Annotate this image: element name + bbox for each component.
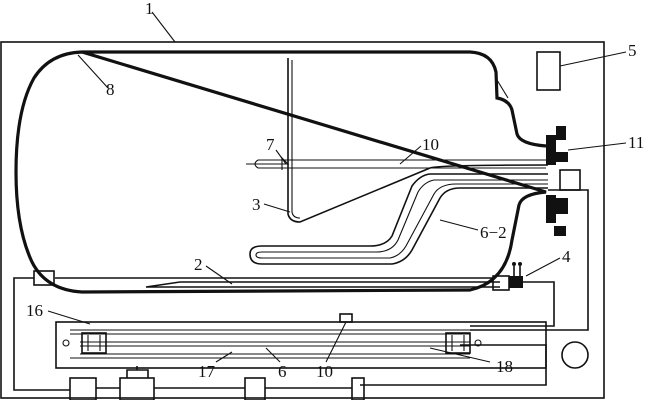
label-10-top: 10	[422, 135, 439, 154]
label-6: 6	[278, 362, 287, 381]
pipe-6-2-inner	[255, 179, 548, 259]
label-1: 1	[145, 0, 154, 18]
heating-element-3	[287, 58, 549, 223]
leader-1	[151, 11, 176, 43]
label-4: 4	[562, 247, 571, 266]
leader-2	[205, 265, 233, 285]
heater-assembly	[55, 313, 547, 369]
label-10-bottom: 10	[316, 362, 333, 381]
outer-housing	[0, 41, 605, 399]
leader-11	[567, 142, 627, 151]
label-18: 18	[496, 357, 513, 376]
label-7: 7	[266, 135, 275, 154]
leader-10-bottom	[325, 321, 347, 363]
round-port	[561, 341, 589, 369]
leader-6-2	[439, 219, 479, 231]
pipe-6-2	[249, 173, 548, 265]
inner-tank	[14, 50, 547, 294]
heating-element-3-inner	[291, 60, 301, 219]
leader-4	[525, 257, 561, 277]
coupling-left	[33, 270, 55, 286]
leader-16	[47, 310, 91, 325]
label-2: 2	[194, 255, 203, 274]
leader-8	[77, 54, 109, 89]
leader-17	[215, 351, 233, 363]
rod-10	[254, 159, 546, 169]
leader-18	[429, 347, 491, 363]
label-16: 16	[26, 301, 43, 320]
leader-5	[559, 51, 627, 67]
component-5	[536, 51, 561, 91]
leader-3	[263, 203, 291, 213]
label-11: 11	[628, 133, 644, 152]
bottom-valves	[69, 366, 365, 400]
label-17: 17	[198, 362, 216, 381]
component-4	[492, 262, 523, 291]
leader-10-top	[399, 145, 422, 165]
circulation-pipe	[13, 189, 589, 391]
sensor-2	[145, 281, 500, 288]
label-6-2: 6−2	[480, 223, 507, 242]
leader-7	[275, 149, 287, 165]
label-5: 5	[628, 41, 637, 60]
leader-6	[265, 347, 281, 363]
flange-11	[546, 126, 581, 236]
label-3: 3	[252, 195, 261, 214]
label-8: 8	[106, 80, 115, 99]
tank-end-shade	[496, 79, 509, 99]
sensor-7	[246, 156, 290, 170]
